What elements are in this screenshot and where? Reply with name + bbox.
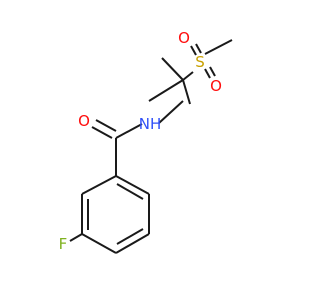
- bond-ring-f: [69, 233, 83, 242]
- bond-ring-c4-c5: [81, 233, 117, 254]
- atom-fluorine: F: [59, 235, 68, 253]
- bond-ring-inner-2: [116, 228, 144, 245]
- bond-ring-c1-c2: [115, 175, 150, 195]
- bond-s-o-top-1: [190, 45, 197, 56]
- atom-sulfur: S: [195, 53, 205, 71]
- bond-cq-s: [182, 71, 194, 81]
- bond-layer: [69, 39, 233, 254]
- molecule-structure-diagram: O NH S O O F: [58, 29, 233, 254]
- molecule-svg: O NH S O O F: [59, 29, 233, 254]
- bond-s-o-bottom-2: [209, 66, 216, 77]
- bond-ring-inner-1: [116, 183, 144, 200]
- bond-carbonyl-o-1: [91, 126, 113, 139]
- bond-ch2-cq: [148, 79, 184, 102]
- bond-cq-methyl-down: [182, 79, 191, 105]
- bond-carbonyl-o-2: [95, 119, 117, 132]
- atom-oxygen-sulfonyl-bottom: O: [210, 77, 222, 95]
- bond-carbonyl-n: [115, 123, 143, 139]
- bond-cq-methyl-left: [161, 57, 184, 81]
- bond-s-o-bottom-1: [204, 68, 211, 79]
- atom-oxygen-sulfonyl-top: O: [178, 29, 190, 47]
- bond-s-o-top-2: [195, 43, 202, 54]
- atom-label-layer: O NH S O O F: [59, 29, 222, 253]
- atom-oxygen-carbonyl: O: [78, 112, 90, 130]
- bond-ring-c3-c4: [115, 233, 150, 254]
- atom-nitrogen-h: NH: [139, 115, 162, 133]
- bond-ring-c6-c1: [81, 175, 117, 195]
- bond-n-ch2: [158, 100, 184, 124]
- bond-s-methyl: [204, 39, 233, 55]
